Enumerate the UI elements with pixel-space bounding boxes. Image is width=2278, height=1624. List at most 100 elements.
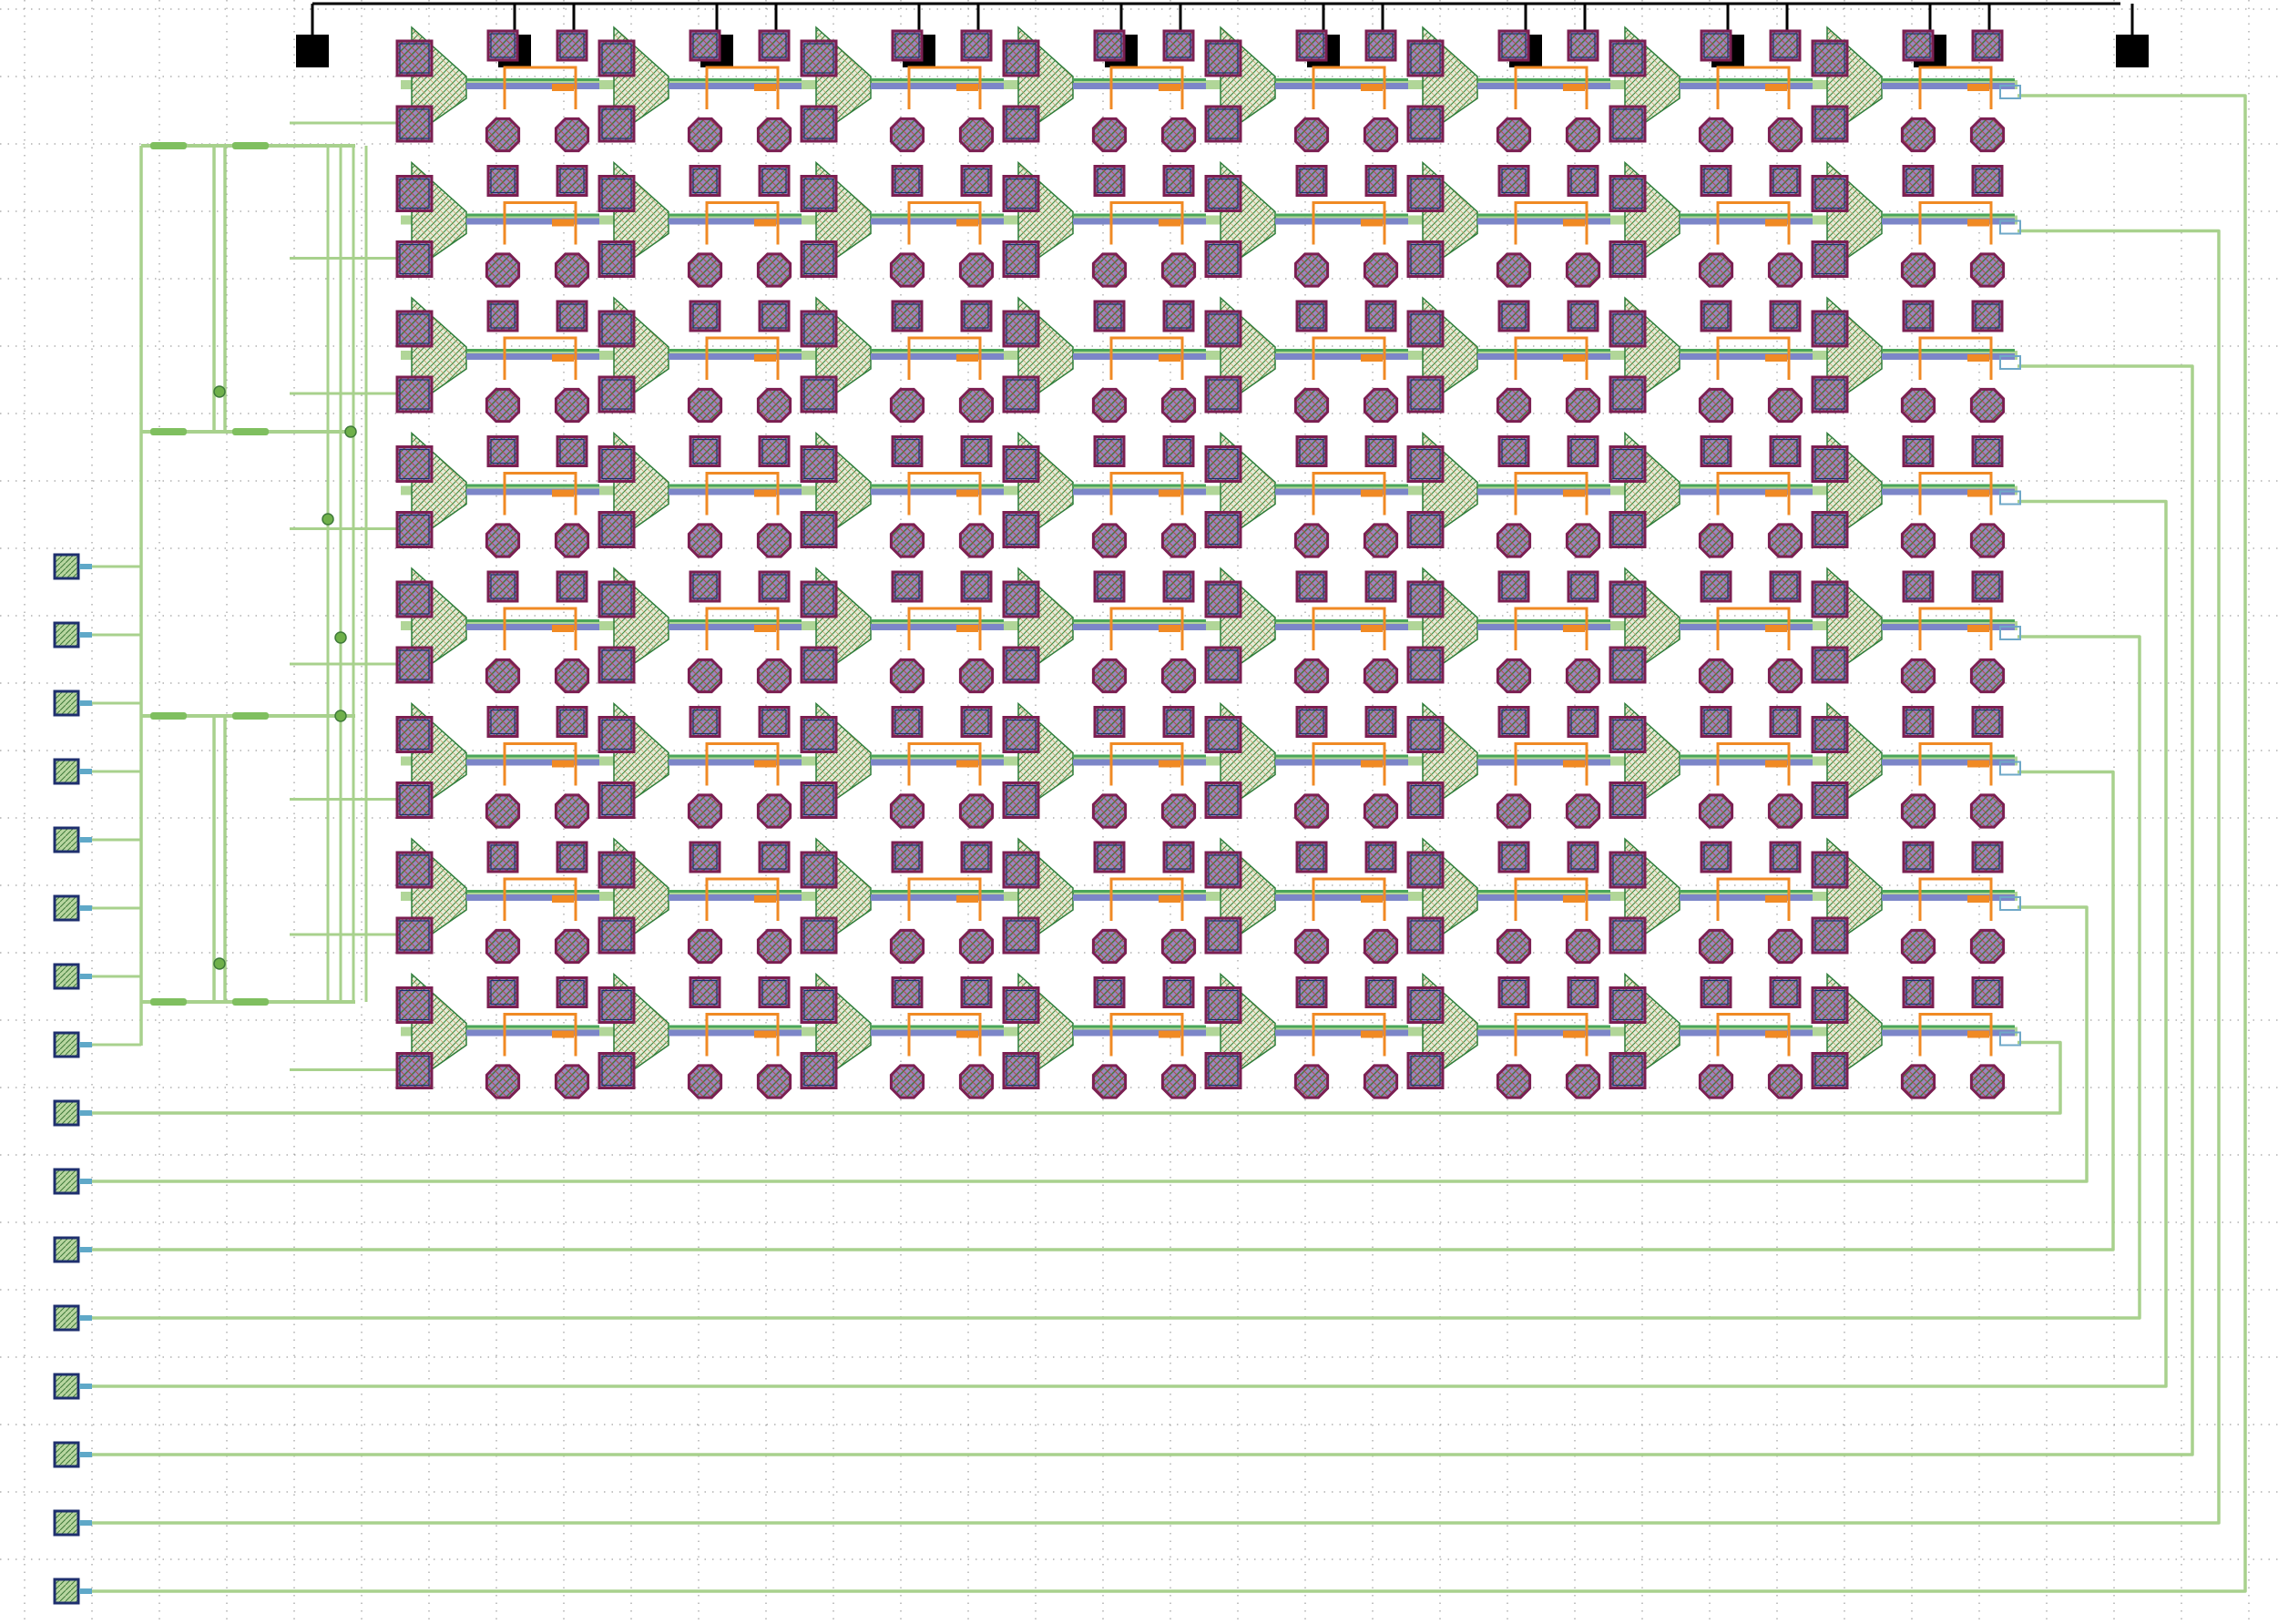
electrode-pad-top	[556, 435, 588, 467]
waveguide-edge	[1275, 1025, 1408, 1028]
electrode-pad-top-inner	[1772, 33, 1798, 58]
electrode-tab	[956, 1030, 978, 1038]
electrode-trace	[1514, 742, 1588, 786]
waveguide-edge	[1882, 213, 2015, 217]
electrode-pad-bottom	[1160, 793, 1197, 829]
input-pad-upper-inner	[1814, 854, 1845, 885]
waveguide-strip	[466, 1029, 599, 1037]
electrode-trace	[1716, 1013, 1791, 1057]
waveguide-edge	[871, 349, 1004, 352]
waveguide-edge	[1882, 484, 2015, 487]
electrode-pad-top-inner	[894, 979, 920, 1006]
electrode-pad-top-inner	[1299, 844, 1324, 870]
electrode-pad-top-inner	[490, 709, 516, 735]
electrode-trace	[1918, 336, 1993, 380]
input-pad-upper	[800, 716, 838, 753]
input-pad-lower	[800, 105, 838, 143]
electrode-tab	[552, 219, 574, 227]
electrode-pad-bottom	[1160, 117, 1197, 153]
input-pad-upper-inner	[399, 43, 430, 74]
electrode-pad-bottom	[1160, 1064, 1197, 1099]
input-pad-lower-inner	[1612, 1055, 1643, 1087]
input-pad-lower	[1609, 105, 1647, 143]
electrode-pad-top	[556, 300, 588, 332]
electrode-pad-top	[1093, 29, 1126, 62]
electrode-pad-top	[1567, 976, 1599, 1008]
electrode-pad-bottom	[756, 117, 792, 153]
electrode-pad-top	[960, 706, 993, 738]
waveguide-strip	[669, 218, 802, 225]
electrode-pad-bottom	[1363, 658, 1399, 694]
input-pad-lower	[1204, 916, 1242, 955]
electrode-trace	[503, 472, 577, 516]
electrode-pad-top-inner	[761, 33, 787, 58]
input-pad-lower-inner	[1612, 379, 1643, 410]
electrode-tab	[1967, 219, 1989, 227]
electrode-pad-top-inner	[1299, 574, 1324, 599]
electrode-pad-top-inner	[1299, 438, 1324, 465]
input-pad-upper	[1002, 986, 1040, 1024]
row-terminator	[1999, 896, 2021, 911]
input-pad-upper-inner	[1410, 448, 1441, 480]
input-pad-upper-inner	[601, 989, 632, 1021]
input-pad-upper-inner	[1006, 584, 1037, 615]
electrode-tab	[1361, 625, 1383, 632]
electrode-pad-top	[1295, 841, 1328, 873]
electrode-pad-bottom	[889, 793, 925, 829]
electrode-pad-bottom	[1293, 523, 1330, 558]
waveguide-strip	[466, 488, 599, 495]
electrode-pad-top-inner	[1166, 709, 1191, 735]
waveguide-edge	[1477, 890, 1610, 893]
top-bond-pad	[296, 35, 329, 67]
electrode-pad-top-inner	[559, 438, 585, 465]
electrode-pad-top	[556, 976, 588, 1008]
input-pad-upper	[1811, 986, 1849, 1024]
electrode-pad-bottom	[485, 252, 521, 288]
electrode-trace	[1312, 336, 1386, 380]
port-pad	[53, 894, 80, 922]
row-strip	[401, 756, 2018, 766]
electrode-pad-top	[1295, 165, 1328, 197]
input-pad-upper-inner	[399, 854, 430, 885]
electrode-tab	[1361, 354, 1383, 362]
input-pad-upper-inner	[1208, 313, 1239, 344]
electrode-tab	[956, 760, 978, 768]
electrode-trace	[705, 472, 780, 516]
input-pad-upper	[1406, 445, 1445, 483]
electrode-trace	[1109, 472, 1184, 516]
input-pad-upper	[800, 445, 838, 483]
electrode-pad-bottom	[1900, 928, 1936, 965]
tree-via-strip	[150, 998, 187, 1006]
input-pad-upper-inner	[1410, 719, 1441, 751]
electrode-trace	[1918, 472, 1993, 516]
electrode-pad-bottom	[485, 793, 521, 829]
input-pad-upper	[1406, 310, 1445, 348]
waveguide-strip	[1882, 894, 2015, 901]
electrode-trace	[1109, 66, 1184, 109]
waveguide-strip	[1073, 353, 1206, 360]
input-pad-lower-inner	[1208, 243, 1239, 275]
input-pad-upper-inner	[803, 719, 834, 751]
electrode-pad-bottom	[554, 252, 590, 288]
tree-via-strip	[232, 712, 269, 720]
row-feed-trace	[92, 229, 2221, 1525]
electrode-tab	[956, 895, 978, 903]
electrode-pad-top	[960, 976, 993, 1008]
electrode-pad-top	[1769, 706, 1802, 738]
waveguide-strip	[669, 894, 802, 901]
device-array	[395, 26, 2021, 1099]
electrode-pad-top-inner	[761, 979, 787, 1006]
input-pad-lower-inner	[803, 649, 834, 680]
input-pad-lower	[598, 375, 636, 414]
electrode-pad-top-inner	[1166, 438, 1191, 465]
electrode-pad-bottom	[485, 928, 521, 965]
waveguide-edge	[1275, 890, 1408, 893]
electrode-pad-bottom	[1767, 252, 1803, 288]
electrode-pad-top-inner	[1905, 709, 1931, 735]
input-pad-lower	[1811, 375, 1849, 414]
electrode-trace	[705, 66, 780, 109]
electrode-pad-bottom	[1698, 252, 1734, 288]
electrode-pad-top	[1902, 165, 1935, 197]
electrode-pad-bottom	[1293, 793, 1330, 829]
electrode-pad-bottom	[485, 1064, 521, 1099]
